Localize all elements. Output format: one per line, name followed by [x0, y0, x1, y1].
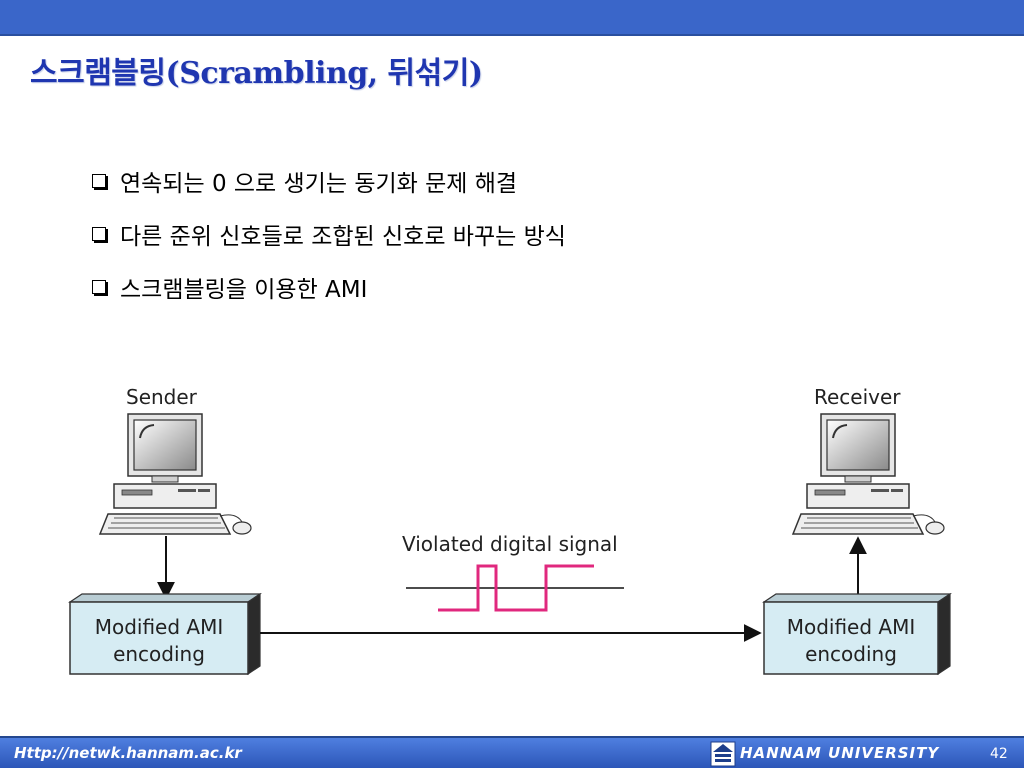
bullet-text: 연속되는 0 으로 생기는 동기화 문제 해결 — [120, 171, 518, 197]
encoder-right-line1: Modified AMI — [787, 615, 916, 639]
checkbox-bullet-icon — [92, 280, 106, 294]
slide-title: 스크램블링(Scrambling, 뒤섞기) — [30, 56, 483, 91]
top-bar — [0, 0, 1024, 36]
receiver-label: Receiver — [814, 385, 901, 409]
encoder-box-right: Modified AMI encoding — [762, 592, 952, 676]
hannam-logo-icon — [710, 741, 736, 767]
page-number: 42 — [990, 746, 1008, 762]
encoder-left-line2: encoding — [113, 642, 205, 666]
signal-label: Violated digital signal — [402, 532, 618, 556]
encoder-right-line2: encoding — [805, 642, 897, 666]
university-name: HANNAM UNIVERSITY — [740, 744, 940, 762]
bullet-text: 다른 준위 신호들로 조합된 신호로 바꾸는 방식 — [120, 224, 566, 250]
checkbox-bullet-icon — [92, 227, 106, 241]
footer-bar: Http://netwk.hannam.ac.kr HANNAM UNIVERS… — [0, 736, 1024, 768]
encoder-left-line1: Modified AMI — [95, 615, 224, 639]
bullet-list: 연속되는 0 으로 생기는 동기화 문제 해결 다른 준위 신호들로 조합된 신… — [92, 166, 566, 325]
bullet-item: 스크램블링을 이용한 AMI — [92, 272, 566, 303]
sender-label: Sender — [126, 385, 198, 409]
bullet-text: 스크램블링을 이용한 AMI — [120, 277, 368, 303]
violated-signal-waveform — [438, 564, 594, 612]
encoder-box-left: Modified AMI encoding — [68, 592, 262, 676]
computer-icon — [791, 413, 945, 535]
checkbox-bullet-icon — [92, 174, 106, 188]
bullet-item: 연속되는 0 으로 생기는 동기화 문제 해결 — [92, 166, 566, 197]
footer-url[interactable]: Http://netwk.hannam.ac.kr — [14, 744, 242, 762]
bullet-item: 다른 준위 신호들로 조합된 신호로 바꾸는 방식 — [92, 219, 566, 250]
computer-icon — [98, 413, 252, 535]
scrambling-diagram: Sender Receiver Violated digital signal — [68, 385, 952, 676]
